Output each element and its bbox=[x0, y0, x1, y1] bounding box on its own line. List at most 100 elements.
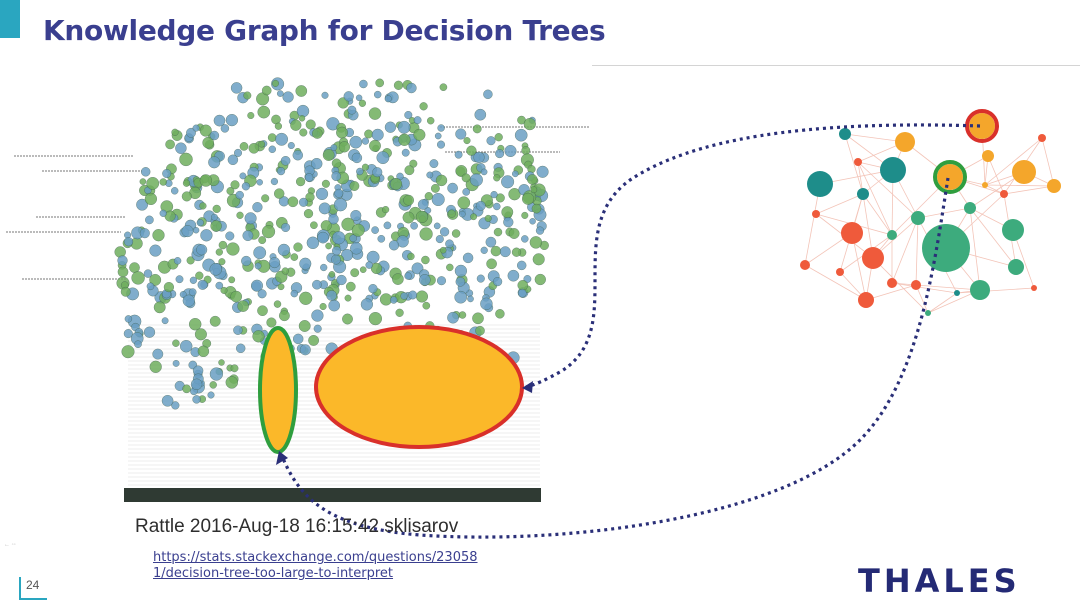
graph-node bbox=[969, 113, 995, 139]
tree-node bbox=[434, 132, 442, 140]
tree-node bbox=[532, 253, 545, 266]
tree-node bbox=[508, 228, 520, 239]
tree-node bbox=[470, 213, 477, 221]
graph-edge bbox=[915, 284, 929, 314]
tree-node bbox=[495, 193, 505, 203]
tree-node bbox=[521, 235, 529, 243]
corner-accent bbox=[0, 0, 20, 38]
tree-node bbox=[493, 277, 503, 287]
tree-node bbox=[485, 236, 497, 248]
tree-node bbox=[349, 234, 358, 243]
source-link[interactable]: https://stats.stackexchange.com/question… bbox=[153, 550, 478, 582]
tree-node bbox=[123, 329, 133, 339]
tree-node bbox=[311, 309, 324, 322]
tree-node bbox=[376, 151, 390, 165]
tree-node bbox=[397, 120, 411, 134]
tree-node bbox=[529, 236, 543, 249]
tree-node bbox=[534, 273, 546, 286]
tree-node bbox=[226, 242, 240, 256]
knowledge-graph bbox=[800, 109, 1061, 316]
graph-node bbox=[858, 292, 874, 308]
tree-node bbox=[144, 192, 158, 206]
tree-node bbox=[447, 209, 456, 218]
graph-edge bbox=[844, 133, 906, 143]
tree-node bbox=[159, 178, 167, 186]
tree-node bbox=[225, 231, 235, 241]
tree-node bbox=[123, 237, 134, 247]
tree-node bbox=[179, 340, 193, 353]
tree-node bbox=[280, 155, 291, 166]
tree-node bbox=[295, 85, 308, 97]
tree-node bbox=[120, 286, 131, 297]
tree-node bbox=[422, 301, 431, 310]
tree-node bbox=[473, 151, 485, 164]
tree-node bbox=[299, 344, 311, 356]
tree-node bbox=[199, 202, 207, 210]
tree-node bbox=[182, 179, 191, 187]
tree-node bbox=[361, 163, 369, 171]
tree-node bbox=[237, 300, 249, 312]
tree-node bbox=[517, 279, 529, 291]
tree-node bbox=[421, 255, 430, 265]
source-link-line-1[interactable]: https://stats.stackexchange.com/question… bbox=[153, 550, 478, 565]
tree-node bbox=[273, 300, 282, 308]
tree-node bbox=[320, 220, 332, 232]
tree-node bbox=[281, 267, 289, 275]
graph-node bbox=[800, 260, 810, 270]
graph-node bbox=[911, 280, 921, 290]
tree-node bbox=[266, 317, 277, 328]
tree-node bbox=[215, 281, 224, 290]
tree-node bbox=[175, 142, 187, 154]
tree-node bbox=[272, 79, 280, 87]
tree-node bbox=[250, 279, 263, 292]
graph-edge bbox=[1041, 137, 1055, 187]
tree-node bbox=[189, 276, 198, 284]
source-link-line-2[interactable]: 1/decision-tree-too-large-to-interpret bbox=[153, 566, 394, 581]
tree-node bbox=[333, 198, 348, 212]
graph-edge bbox=[969, 207, 1017, 268]
graph-edge bbox=[891, 217, 919, 284]
graph-edge bbox=[987, 155, 1005, 195]
corner-mark: ← ◦◦ bbox=[4, 542, 16, 548]
tree-node bbox=[230, 364, 239, 373]
tree-node bbox=[360, 298, 374, 311]
tree-node bbox=[171, 128, 179, 136]
tree-node bbox=[364, 129, 373, 139]
tree-node bbox=[518, 288, 527, 298]
tree-node bbox=[247, 111, 255, 119]
tree-node bbox=[293, 242, 303, 252]
tree-node bbox=[332, 246, 342, 256]
tree-node bbox=[494, 133, 503, 142]
graph-node bbox=[982, 150, 994, 162]
tree-node bbox=[268, 145, 276, 154]
tree-node bbox=[230, 180, 240, 190]
tree-node bbox=[404, 165, 415, 176]
tree-node bbox=[350, 242, 363, 255]
graph-node bbox=[1047, 179, 1061, 193]
tree-node bbox=[299, 197, 309, 207]
page-number-frame bbox=[19, 577, 47, 600]
tree-node bbox=[535, 226, 545, 235]
tree-node bbox=[336, 126, 348, 139]
tree-node bbox=[345, 281, 356, 292]
tree-node bbox=[325, 242, 332, 250]
tree-node bbox=[199, 124, 212, 137]
tree-node bbox=[218, 240, 228, 250]
graph-node bbox=[839, 128, 851, 140]
tree-node bbox=[343, 91, 354, 102]
tree-node bbox=[483, 89, 493, 100]
tree-node bbox=[458, 210, 466, 218]
tree-node bbox=[276, 167, 286, 176]
tree-node bbox=[241, 255, 252, 267]
tree-node bbox=[298, 115, 306, 122]
tree-node bbox=[182, 294, 195, 307]
graph-node bbox=[954, 290, 960, 296]
tree-node bbox=[413, 116, 422, 125]
tree-node bbox=[192, 124, 200, 132]
tree-node bbox=[361, 137, 370, 145]
tree-node bbox=[328, 299, 341, 312]
tree-node bbox=[143, 269, 153, 278]
link-arrow-green bbox=[280, 177, 950, 539]
graph-node bbox=[841, 222, 863, 244]
tree-node bbox=[139, 228, 150, 239]
